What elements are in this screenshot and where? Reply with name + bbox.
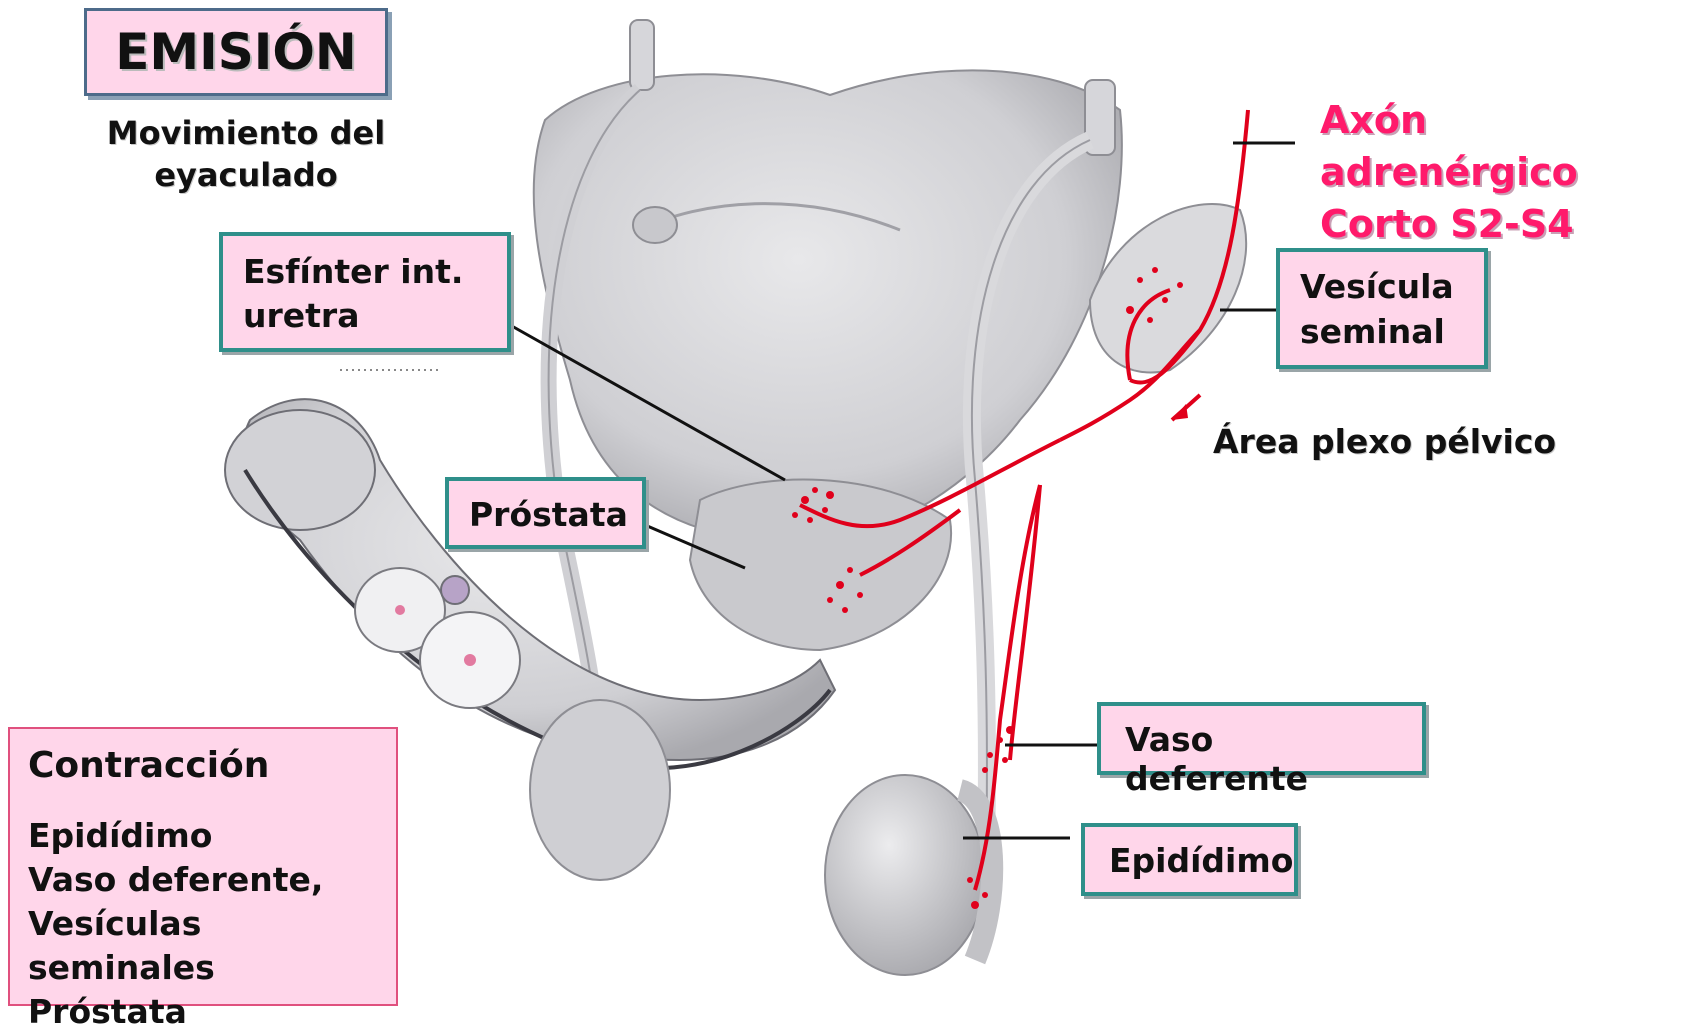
- bulb-shape: [530, 700, 670, 880]
- contraccion-item: Vesículas seminales: [28, 902, 378, 990]
- label-epididimo-text: Epidídimo: [1109, 841, 1293, 880]
- ureter-top-left: [630, 20, 654, 90]
- testis-shape: [825, 775, 985, 975]
- bladder-shape: [534, 70, 1122, 544]
- subtitle: Movimiento del eyaculado: [96, 112, 396, 196]
- contraccion-item: Próstata: [28, 990, 378, 1034]
- label-epididimo: Epidídimo: [1081, 823, 1298, 896]
- subtitle-line-1: Movimiento del: [96, 112, 396, 154]
- urethra-section: [441, 576, 469, 604]
- label-esfinter-line-1: Esfínter int.: [243, 250, 487, 294]
- contraccion-item: Epidídimo: [28, 814, 378, 858]
- prostate-shape: [690, 480, 951, 650]
- axon-line-1: Axón adrenérgico: [1320, 94, 1686, 198]
- subtitle-line-2: eyaculado: [96, 154, 396, 196]
- label-vesicula: Vesícula seminal: [1276, 248, 1488, 369]
- label-vaso-deferente: Vaso deferente: [1097, 702, 1426, 775]
- title-box: EMISIÓN: [84, 8, 388, 96]
- label-prostata: Próstata: [445, 477, 646, 549]
- axon-label: Axón adrenérgico Corto S2-S4: [1320, 94, 1686, 250]
- label-vaso-text: Vaso deferente: [1125, 720, 1308, 798]
- label-esfinter-line-2: uretra: [243, 294, 487, 338]
- glans: [225, 410, 375, 530]
- label-vesicula-line-2: seminal: [1300, 309, 1464, 354]
- contraccion-list: Epidídimo Vaso deferente, Vesículas semi…: [28, 814, 378, 1034]
- contraccion-item: Vaso deferente,: [28, 858, 378, 902]
- label-vesicula-line-1: Vesícula: [1300, 264, 1464, 309]
- contraccion-title: Contracción: [28, 745, 378, 786]
- label-esfinter: Esfínter int. uretra: [219, 232, 511, 352]
- area-plexo-label: Área plexo pélvico: [1213, 422, 1556, 461]
- contraccion-box: Contracción Epidídimo Vaso deferente, Ve…: [8, 727, 398, 1006]
- label-prostata-text: Próstata: [469, 495, 628, 534]
- axon-line-2: Corto S2-S4: [1320, 198, 1686, 250]
- title-text: EMISIÓN: [115, 23, 356, 81]
- ureter-knob: [633, 207, 677, 243]
